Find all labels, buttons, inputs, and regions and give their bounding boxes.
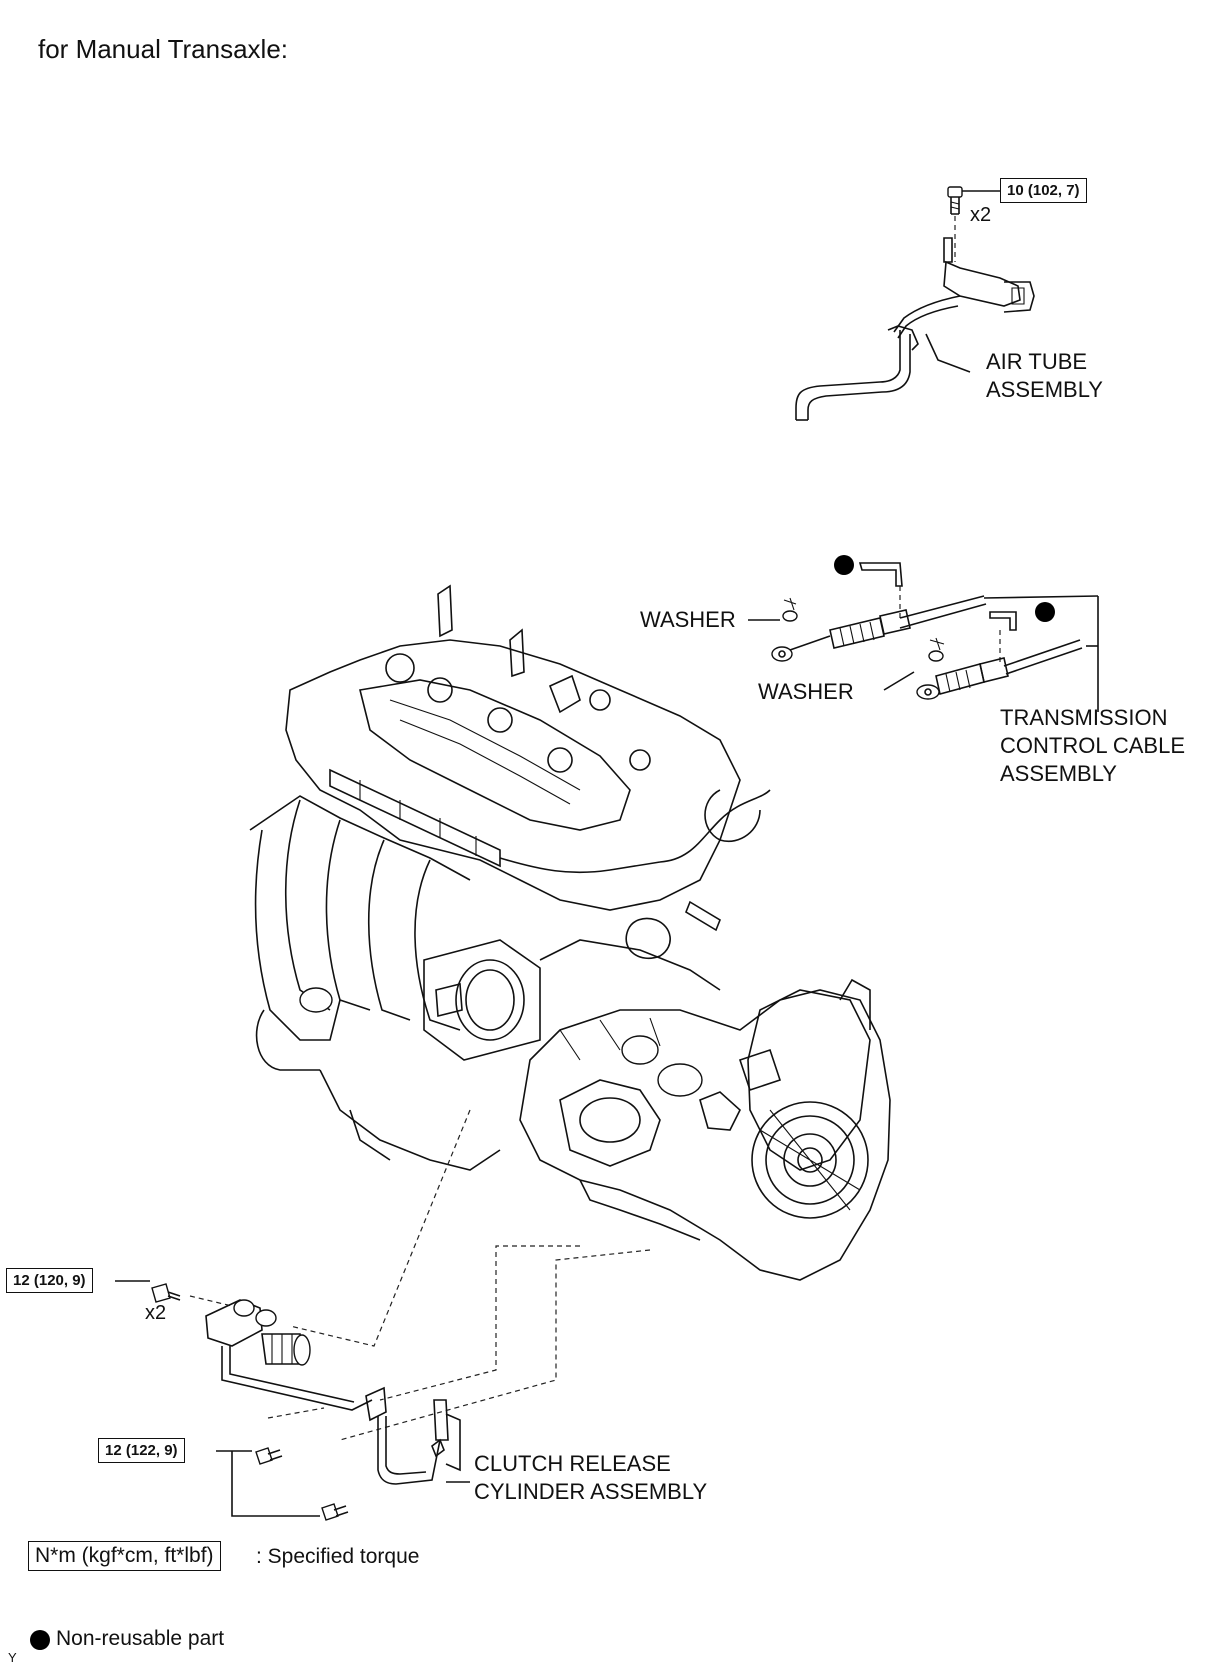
- torque-spec-clutch-bolt-a: 12 (120, 9): [6, 1268, 93, 1293]
- label-transmission-cable-line3: ASSEMBLY: [1000, 761, 1117, 786]
- page-heading: for Manual Transaxle:: [38, 34, 289, 64]
- legend-nonreusable-text: Non-reusable part: [56, 1627, 225, 1650]
- nonreusable-mark-2: [1035, 602, 1055, 622]
- label-transmission-cable-line1: TRANSMISSION: [1000, 705, 1168, 730]
- label-air-tube-line1: AIR TUBE: [986, 349, 1088, 374]
- label-washer-1: WASHER: [640, 607, 736, 632]
- label-transmission-cable-line2: CONTROL CABLE: [1000, 733, 1186, 758]
- transmission-cable-drawing: [748, 555, 1099, 712]
- clutch-leader-lines: [189, 1109, 651, 1441]
- label-washer-2: WASHER: [758, 679, 854, 704]
- quantity-clutch-bolt-a: x2: [145, 1302, 167, 1324]
- label-clutch-cylinder-line1: CLUTCH RELEASE: [474, 1451, 671, 1476]
- legend-torque-text: : Specified torque: [256, 1545, 420, 1568]
- engine-block-drawing: [249, 584, 891, 1281]
- corner-mark: Y: [8, 1650, 17, 1665]
- torque-spec-clutch-bolt-b: 12 (122, 9): [98, 1438, 185, 1463]
- torque-spec-air-tube-bolt: 10 (102, 7): [1000, 178, 1087, 203]
- nonreusable-mark-1: [834, 555, 854, 575]
- label-clutch-cylinder-line2: CYLINDER ASSEMBLY: [474, 1479, 708, 1504]
- air-tube-assembly-drawing: [795, 186, 1035, 421]
- legend-nonreusable-dot: [30, 1630, 50, 1650]
- legend-torque-unit-box: N*m (kgf*cm, ft*lbf): [28, 1541, 221, 1571]
- clutch-release-cylinder-drawing: [115, 1280, 470, 1521]
- label-air-tube-line2: ASSEMBLY: [986, 377, 1103, 402]
- quantity-air-tube-bolt: x2: [970, 204, 992, 226]
